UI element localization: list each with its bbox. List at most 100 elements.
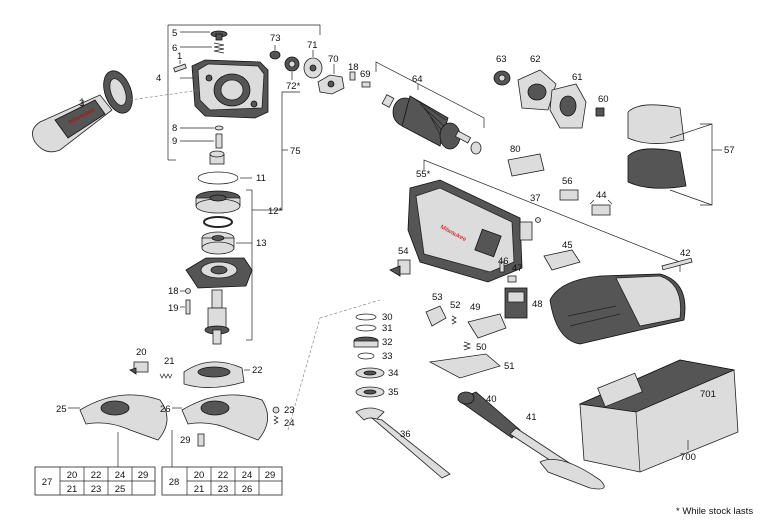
label-4: 4 [156,73,161,84]
part-54-switch-lever [389,259,411,277]
footnote: * While stock lasts [676,506,754,517]
part-51-paddle [428,353,501,379]
label-75: 75 [290,146,301,157]
table-28-cell: 26 [242,484,253,495]
part-72-bearing [284,56,300,72]
part-71-fan-disc [303,57,323,79]
part-700-carry-case [578,359,739,473]
label-54: 54 [398,246,409,257]
label-80: 80 [510,144,521,155]
table-27-cell: 20 [67,470,78,481]
part-55-motor-housing: Milwaukee [407,179,523,283]
label-22: 22 [252,365,263,376]
label-21: 21 [164,356,175,367]
part-40-dust-cap [457,391,521,439]
part-25-guard [79,394,168,441]
label-29: 29 [180,435,191,446]
part-33-ring [357,352,375,360]
table-28: 28 20 22 24 29 21 23 26 [161,466,283,496]
part-60-brush [595,107,605,117]
label-1: 1 [177,51,182,62]
bearing-flange [185,257,253,289]
part-24-spring [273,415,279,425]
label-30: 30 [382,312,393,323]
part-23-ball [272,406,280,414]
part-50-spring [462,341,472,351]
label-19: 19 [168,303,179,314]
table-27: 27 20 22 24 29 21 23 25 [34,466,156,496]
label-44: 44 [596,190,607,201]
label-63: 63 [496,54,507,65]
part-1-screw [173,63,187,73]
label-20: 20 [136,347,147,358]
part-9-pin [215,133,223,149]
part-19-screw [185,299,191,315]
part-62-brush-holder [517,69,557,111]
label-23: 23 [284,405,295,416]
part-80-label [507,153,545,177]
bearing-under-housing [209,150,225,165]
part-46-spring-clip [499,261,505,273]
part-5-lock-button [210,30,228,41]
label-60: 60 [598,94,609,105]
label-6: 6 [172,43,177,54]
label-48: 48 [532,299,543,310]
label-41: 41 [526,412,537,423]
label-35: 35 [388,387,399,398]
part-70-baffle [317,74,345,95]
label-70: 70 [328,54,339,65]
label-36: 36 [400,429,411,440]
label-56: 56 [562,176,573,187]
label-18: 18 [168,286,179,297]
label-55: 55* [416,169,431,180]
label-13: 13 [256,238,267,249]
label-11: 11 [256,173,266,184]
part-21-spring [159,373,173,379]
table-28-label: 28 [169,477,180,488]
part-52-spring [451,315,457,325]
label-31: 31 [382,323,393,334]
table-27-cell: 21 [67,484,78,495]
label-3: 3 [79,98,84,109]
table-27-cell: 29 [138,470,149,481]
part-69-screw [361,81,371,88]
table-28-cell: 24 [242,470,253,481]
label-72: 72* [286,81,301,92]
table-27-cell: 22 [91,470,102,481]
label-37: 37 [530,193,541,204]
rear-handle-housing [549,273,686,345]
label-62: 62 [530,54,541,65]
part-36-spanner [355,407,451,479]
part-12-gear [195,190,241,214]
label-25: 25 [56,404,67,415]
part-63-bearing [493,70,511,86]
label-32: 32 [382,337,393,348]
label-5: 5 [172,28,177,39]
label-71: 71 [307,40,318,51]
label-46: 46 [498,256,509,267]
table-27-label: 27 [42,477,53,488]
part-49-paddle-link [467,313,507,339]
part-20-clamp-lever [129,361,149,375]
label-49: 49 [470,302,481,313]
part-26-guard [181,394,268,441]
label-700: 700 [680,452,696,463]
label-24: 24 [284,418,295,429]
label-69: 69 [360,69,371,80]
part-41-flange-key [509,427,605,490]
label-47: 47 [512,263,523,274]
part-18-screw-top [349,71,356,81]
label-57: 57 [724,145,735,156]
part-47-contact [507,275,517,283]
spindle [204,289,230,345]
part-56-switch [559,189,579,201]
label-45: 45 [562,240,573,251]
table-27-cell: 23 [91,484,102,495]
table-28-cell: 21 [194,484,205,495]
part-6-spring [213,42,225,54]
table-28-cell: 20 [194,470,205,481]
part-48-switch-module [504,287,528,319]
label-701: 701 [700,389,716,400]
part-4-gear-housing [191,59,269,119]
